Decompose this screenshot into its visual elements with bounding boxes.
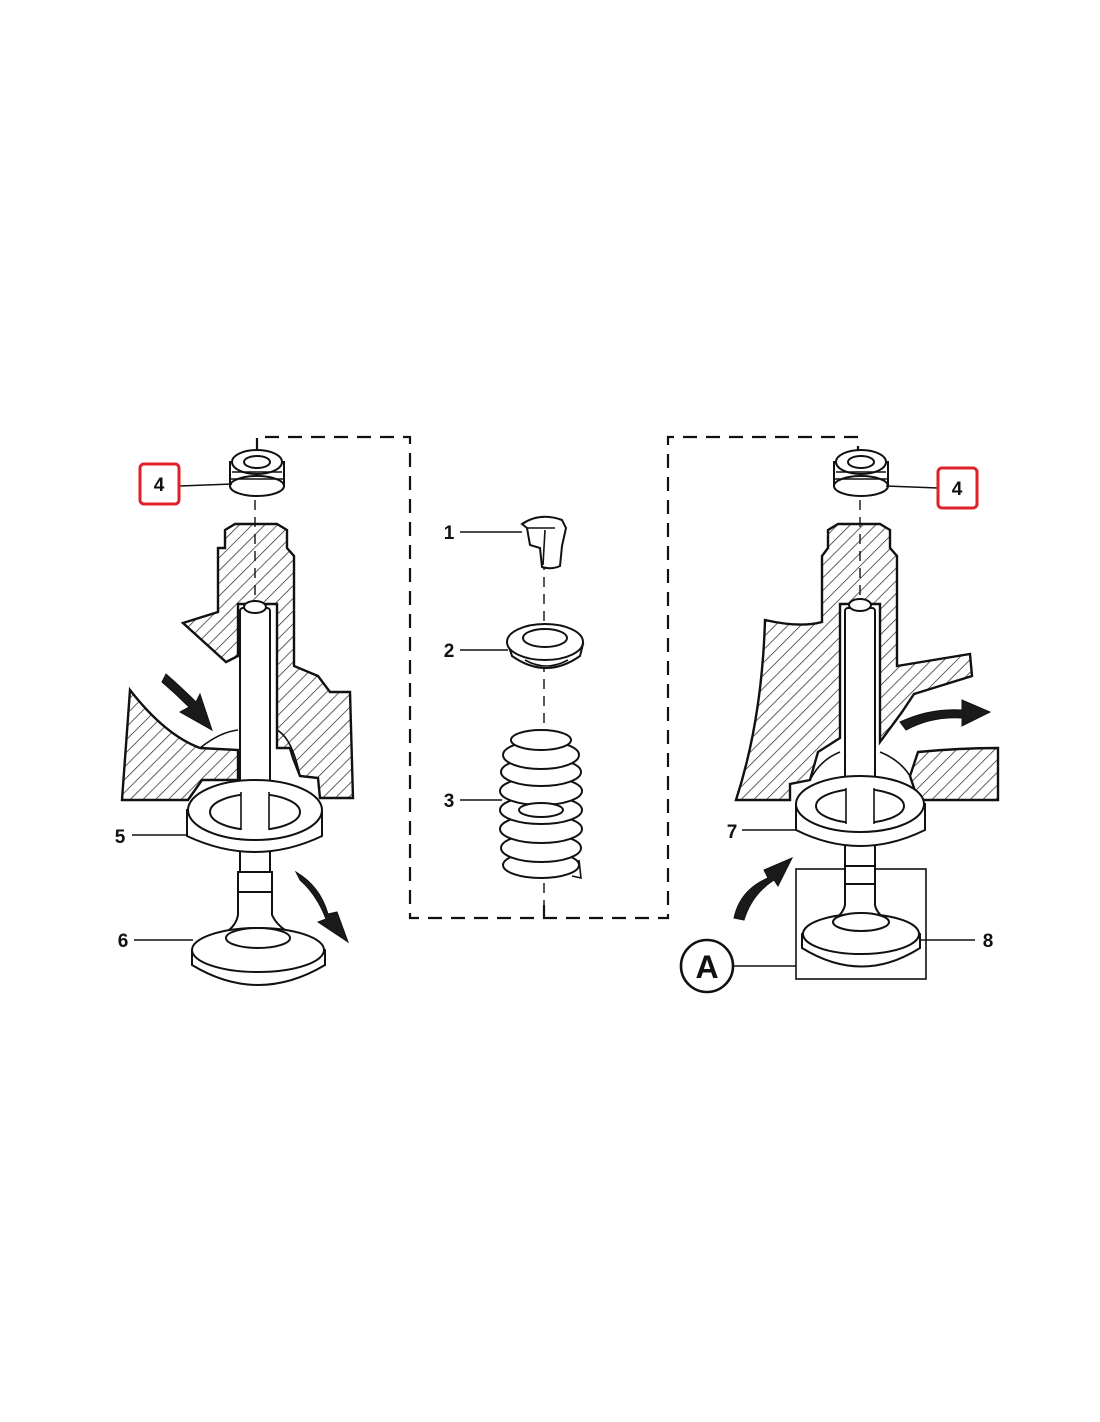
right-inflow-arrow-icon: [733, 857, 794, 921]
assembly-dashed-lines: [255, 435, 860, 920]
left-outflow-arrow-icon: [294, 870, 349, 944]
valve-collet-1: [520, 515, 568, 570]
right-valve-stem-seal-4: [833, 449, 889, 497]
view-a-circle: [679, 938, 735, 994]
callout-2: 2: [444, 641, 455, 662]
highlight-box-right-4: [936, 466, 979, 510]
callout-3: 3: [444, 791, 455, 812]
callout-7: 7: [727, 822, 738, 843]
highlight-box-left-4: [138, 462, 181, 506]
spring-retainer-2: [506, 623, 585, 669]
left-valve-stem-seal-4: [229, 449, 285, 497]
right-cylinder-head-section: [734, 522, 1000, 802]
callout-a: A: [695, 949, 718, 985]
left-valve-6: [191, 871, 326, 986]
valve-spring-3: [499, 729, 583, 880]
left-intake-flow-arrow-icon: [161, 673, 213, 732]
right-valve-seat-ring-7: [795, 775, 926, 847]
callout-4-left: 4: [154, 475, 165, 496]
left-valve-seat-ring-5: [186, 779, 323, 853]
right-exhaust-flow-arrow-icon: [899, 699, 992, 731]
right-valve-8: [795, 865, 927, 980]
left-cylinder-head-section: [120, 522, 355, 802]
callout-8: 8: [983, 931, 994, 952]
callout-4-right: 4: [952, 479, 963, 500]
callout-leader-lines: [132, 483, 975, 967]
callout-1: 1: [444, 523, 455, 544]
callout-6: 6: [118, 931, 129, 952]
callout-5: 5: [115, 827, 126, 848]
